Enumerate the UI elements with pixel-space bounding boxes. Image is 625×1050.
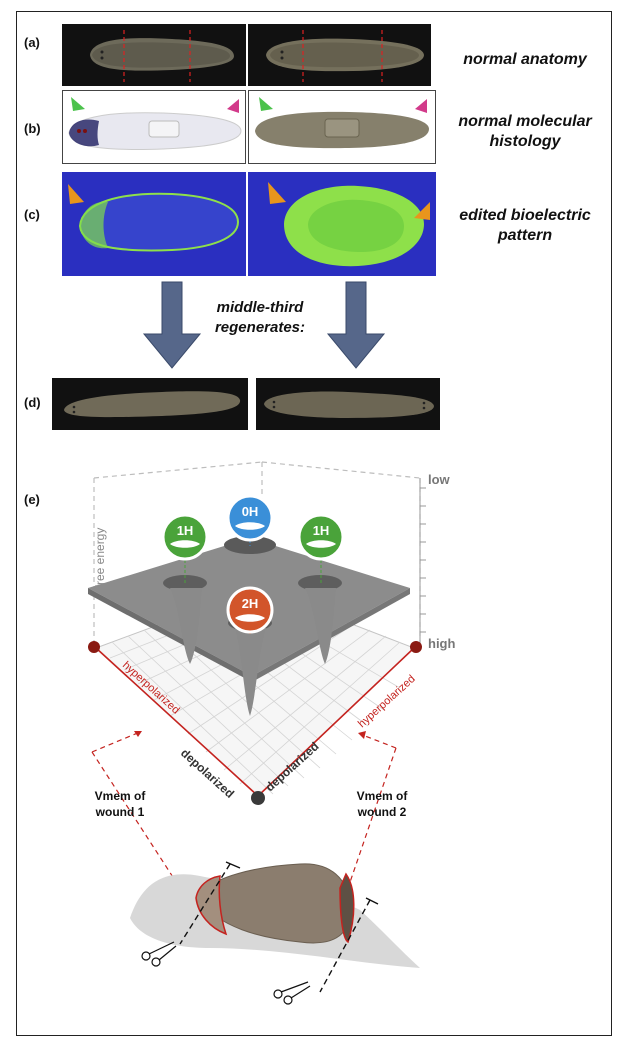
axis-end-ball-right	[410, 641, 422, 653]
free-energy-axis-label: free energy	[93, 528, 107, 589]
wound-1-label-line2: wound 1	[95, 805, 145, 819]
caption-histology-line1: normal molecular	[458, 113, 592, 130]
energy-axis-ticks	[419, 478, 426, 644]
bioelectric-photo-left	[62, 172, 246, 276]
anatomy-photo-right	[248, 24, 431, 86]
panel-label-a: (a)	[24, 35, 40, 50]
histology-photo-left	[62, 90, 246, 164]
badge-1h-left: 1H	[161, 513, 209, 561]
badge-0h-label: 0H	[242, 504, 259, 519]
caption-regenerates: middle-third regenerates:	[200, 298, 320, 338]
wound-1-label-line1: Vmem of	[95, 789, 147, 803]
hyperpolarized-axis-left	[95, 647, 259, 797]
caption-bioelectric: edited bioelectric pattern	[440, 206, 610, 246]
caption-bioelectric-line1: edited bioelectric	[459, 207, 591, 224]
panel-label-e: (e)	[24, 492, 40, 507]
panel-label-b: (b)	[24, 121, 41, 136]
panel-label-d: (d)	[24, 395, 41, 410]
wound-2-label-line2: wound 2	[357, 805, 407, 819]
regenerated-photo-two-heads	[256, 378, 440, 430]
regeneration-arrows	[142, 281, 386, 369]
scissors-icon-left	[141, 941, 177, 967]
energy-high-label: high	[428, 636, 455, 651]
wound-2-label-line1: Vmem of	[357, 789, 409, 803]
caption-bioelectric-line2: pattern	[497, 227, 553, 244]
regenerated-photo-one-head	[52, 378, 248, 430]
scissors-icon-right	[273, 981, 311, 1005]
caption-normal-anatomy: normal anatomy	[463, 51, 587, 68]
panel-label-c: (c)	[24, 207, 40, 222]
caption-regenerates-line2: regenerates:	[214, 319, 306, 336]
badge-2h-label: 2H	[242, 596, 259, 611]
badge-1h-right-label: 1H	[313, 523, 330, 538]
badge-0h: 0H	[226, 494, 274, 542]
hyperpolarized-axis-right	[257, 647, 415, 797]
bioelectric-photo-right	[248, 172, 436, 276]
anatomy-photo-left	[62, 24, 246, 86]
caption-regenerates-line1: middle-third	[216, 299, 304, 316]
badge-2h: 2H	[226, 586, 274, 634]
worm-fragment	[130, 863, 420, 968]
badge-1h-right: 1H	[297, 513, 345, 561]
caption-histology-line2: histology	[489, 133, 561, 150]
axis-origin-ball	[251, 791, 265, 805]
energy-low-label: low	[428, 472, 451, 487]
axis-end-ball-left	[88, 641, 100, 653]
caption-histology: normal molecular histology	[440, 112, 610, 152]
histology-photo-right	[248, 90, 436, 164]
cut-lines	[179, 863, 371, 993]
figure-frame	[16, 11, 612, 1036]
energy-landscape: low high free energy	[88, 461, 455, 1005]
wound-arrows	[91, 731, 397, 889]
badge-1h-left-label: 1H	[177, 523, 194, 538]
